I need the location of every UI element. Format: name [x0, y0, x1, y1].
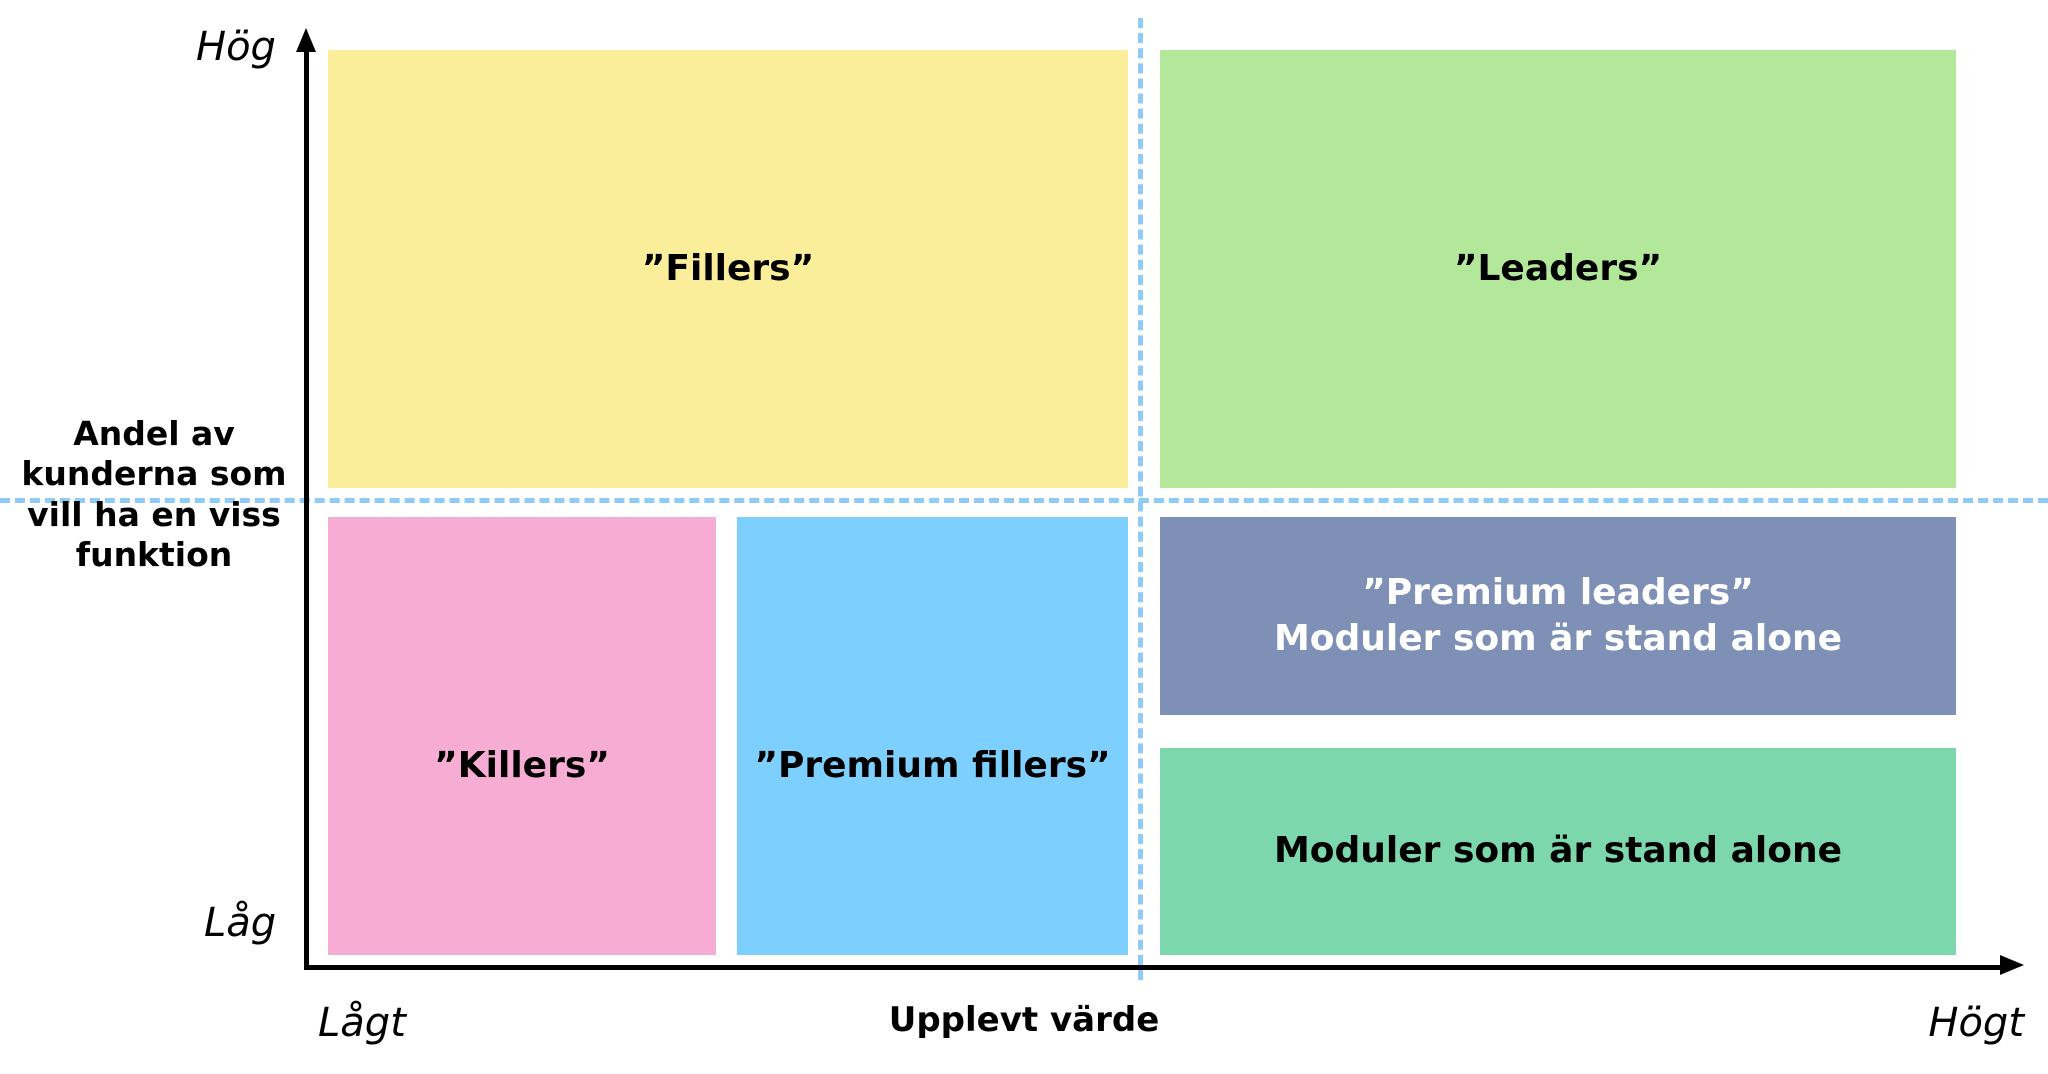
y-axis-low-label: Låg — [204, 900, 277, 946]
x-axis-line — [304, 965, 2004, 970]
quadrant-leaders[interactable]: ”Leaders” — [1160, 50, 1956, 488]
horizontal-divider-dashed-line — [0, 498, 2048, 503]
vertical-divider-dashed-line — [1138, 18, 1143, 980]
y-axis-arrow-icon — [296, 28, 316, 52]
quadrant-premium-fillers-label: ”Premium fillers” — [754, 744, 1111, 786]
quadrant-stand-alone-modules[interactable]: Moduler som är stand alone — [1160, 748, 1956, 955]
quadrant-killers[interactable]: ”Killers” — [328, 517, 716, 955]
quadrant-killers-label: ”Killers” — [434, 744, 610, 786]
x-axis-low-label: Lågt — [318, 1000, 406, 1046]
quadrant-leaders-label: ”Leaders” — [1453, 247, 1663, 289]
x-axis-high-label: Högt — [1928, 1000, 2024, 1046]
quadrant-stand-alone-modules-label: Moduler som är stand alone — [1273, 830, 1843, 872]
quadrant-premium-leaders-label: ”Premium leaders” Moduler som är stand a… — [1273, 571, 1843, 659]
y-axis-title: Andel av kunderna som vill ha en viss fu… — [21, 414, 287, 574]
quadrant-fillers-label: ”Fillers” — [641, 247, 815, 289]
y-axis-high-label: Hög — [196, 24, 276, 70]
y-axis-line — [304, 48, 309, 970]
x-axis-arrow-icon — [2000, 955, 2024, 975]
quadrant-premium-fillers[interactable]: ”Premium fillers” — [737, 517, 1128, 955]
quadrant-premium-leaders[interactable]: ”Premium leaders” Moduler som är stand a… — [1160, 517, 1956, 715]
x-axis-title: Upplevt värde — [888, 1000, 1160, 1040]
quadrant-fillers[interactable]: ”Fillers” — [328, 50, 1128, 488]
